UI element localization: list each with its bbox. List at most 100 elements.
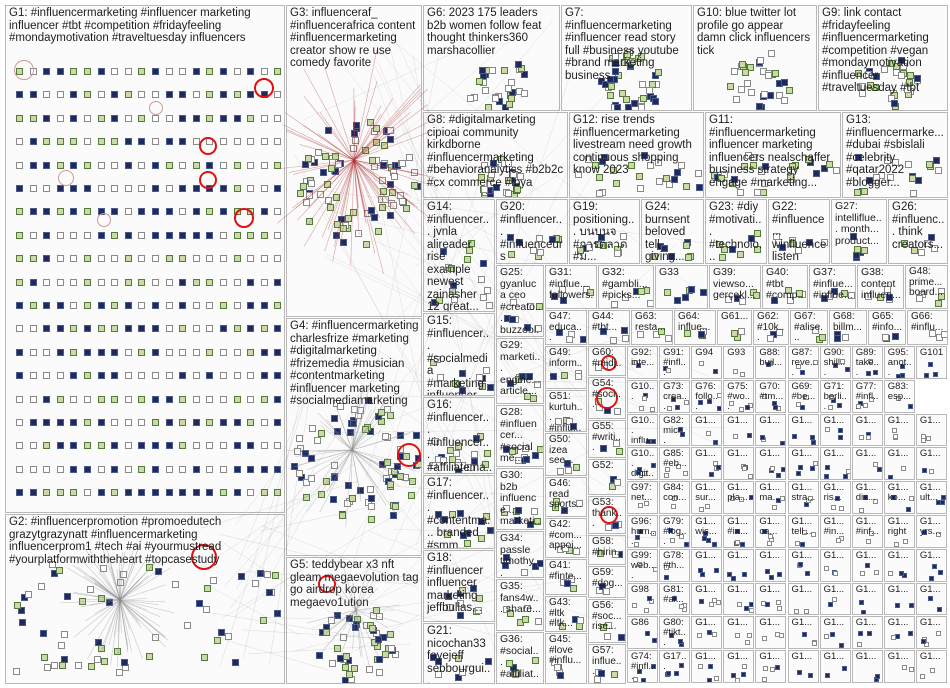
- group-label: G1...: [920, 551, 944, 561]
- vertex: [770, 466, 775, 471]
- vertex: [714, 568, 719, 573]
- vertex: [875, 674, 880, 679]
- vertex: [489, 67, 496, 74]
- vertex: [98, 255, 105, 262]
- group-label: G59: #dog...: [592, 568, 623, 589]
- vertex: [274, 255, 281, 262]
- group-label: G98: [631, 585, 655, 595]
- vertex: [16, 396, 23, 403]
- vertex: [909, 667, 914, 672]
- vertex: [84, 279, 91, 286]
- vertex: [682, 294, 689, 301]
- vertex: [908, 631, 913, 636]
- vertex: [30, 372, 37, 379]
- group-label: G23: #diy #motivati... #technolo... #inf…: [709, 201, 764, 264]
- group-label: G1...: [920, 585, 944, 595]
- vertex: [413, 432, 420, 439]
- micro-group: G86: [627, 616, 658, 649]
- vertex: [748, 474, 753, 479]
- vertex: [179, 302, 186, 309]
- group-label: G1...: [856, 551, 880, 561]
- vertex: [291, 463, 298, 470]
- vertex: [87, 586, 94, 593]
- vertex: [193, 208, 200, 215]
- vertex: [350, 145, 357, 152]
- micro-group: G89: take...: [852, 346, 883, 379]
- vertex: [727, 83, 734, 90]
- group-label: G37: #influe... #influe...: [813, 267, 853, 302]
- vertex: [825, 673, 830, 678]
- group-label: G46: read sports...: [549, 479, 584, 517]
- vertex: [709, 472, 714, 477]
- vertex: [30, 115, 37, 122]
- vertex: [70, 232, 77, 239]
- vertex: [739, 61, 746, 68]
- vertex: [179, 185, 186, 192]
- vertex: [98, 138, 105, 145]
- vertex: [166, 255, 173, 262]
- vertex: [346, 615, 353, 622]
- group-g62: G62: #10k...: [753, 310, 789, 345]
- group-label: G91: #infl...: [663, 348, 687, 378]
- vertex: [43, 138, 50, 145]
- vertex: [138, 466, 145, 473]
- vertex: [375, 636, 382, 643]
- vertex: [921, 434, 926, 439]
- vertex: [308, 180, 315, 187]
- vertex: [812, 641, 817, 646]
- group-label: G8: #digitalmarketing cipioai community …: [427, 114, 565, 189]
- vertex: [125, 372, 132, 379]
- vertex: [261, 115, 268, 122]
- vertex: [882, 334, 889, 341]
- vertex: [38, 583, 45, 590]
- micro-group: G1...: [755, 650, 786, 683]
- group-g55: G55: #writi...: [588, 420, 626, 458]
- vertex: [43, 442, 50, 449]
- group-label: G45: #love #influ...: [549, 635, 584, 667]
- vertex: [193, 302, 200, 309]
- group-g21: G21: nicochan33 fayejeff sebbourgui...: [423, 623, 495, 684]
- micro-group: G92: inte...: [627, 346, 658, 379]
- group-g13: G13: #influencermarke... #dubai #sbislal…: [842, 112, 948, 198]
- vertex: [44, 664, 51, 671]
- vertex: [671, 504, 676, 509]
- group-label: G53: thank...: [592, 498, 623, 530]
- vertex: [754, 189, 761, 196]
- vertex: [111, 466, 118, 473]
- micro-group: G1...: [820, 414, 851, 447]
- vertex: [179, 255, 186, 262]
- vertex: [781, 97, 788, 104]
- group-label: G26: #influenc... think creators...: [892, 201, 945, 251]
- group-label: G68: billm...: [833, 312, 864, 333]
- vertex: [859, 435, 864, 440]
- vertex: [296, 435, 303, 442]
- vertex: [388, 645, 395, 652]
- vertex: [614, 479, 621, 486]
- vertex: [98, 302, 105, 309]
- highlight-ring: [58, 170, 74, 186]
- vertex: [98, 645, 105, 652]
- vertex: [846, 469, 851, 474]
- vertex: [274, 185, 281, 192]
- vertex: [193, 325, 200, 332]
- group-label: G1...: [727, 585, 751, 595]
- vertex: [902, 665, 907, 670]
- vertex: [220, 489, 227, 496]
- vertex: [152, 349, 159, 356]
- vertex: [303, 494, 310, 501]
- vertex: [408, 492, 415, 499]
- vertex: [220, 255, 227, 262]
- group-g18: G18: #influencer influencer marketing je…: [423, 550, 495, 622]
- group-label: G101: [920, 348, 944, 358]
- vertex: [343, 653, 350, 660]
- group-g19: G19: positioning... บนบนจ #การตลาด #ม...: [569, 199, 640, 264]
- vertex: [30, 489, 37, 496]
- group-g41: G41: #finte...: [545, 559, 587, 595]
- vertex: [16, 442, 23, 449]
- group-label: G1...: [824, 618, 848, 628]
- vertex: [234, 466, 241, 473]
- vertex: [247, 466, 254, 473]
- vertex: [813, 461, 818, 466]
- micro-group: G1... #in...: [820, 515, 851, 548]
- vertex: [733, 96, 740, 103]
